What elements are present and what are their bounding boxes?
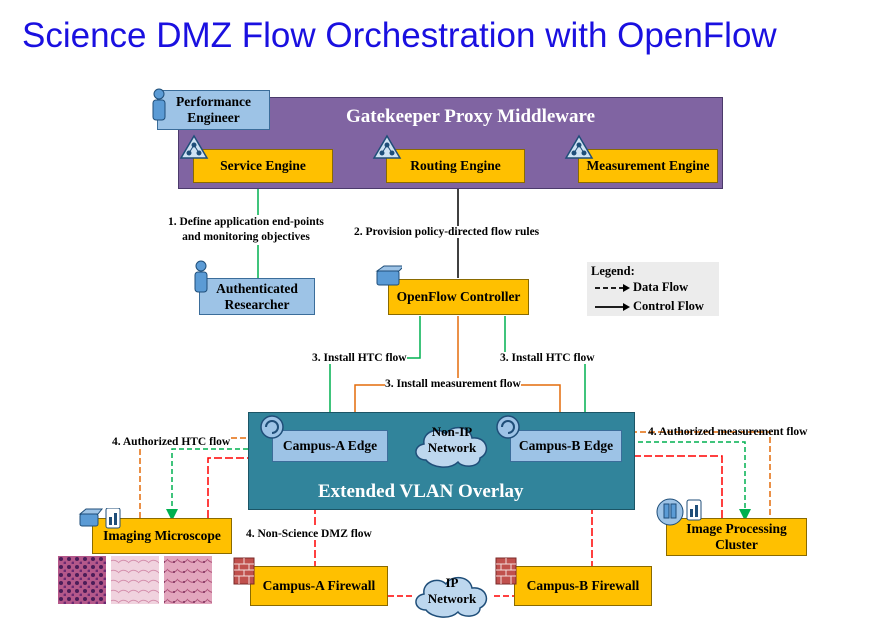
authorized-htc-link [166, 448, 272, 521]
person-icon [152, 88, 166, 121]
researcher-person-icon [194, 260, 208, 293]
routing-engine[interactable]: Routing Engine [386, 149, 525, 183]
service-engine[interactable]: Service Engine [193, 149, 333, 183]
legend-title: Legend: [591, 264, 635, 278]
microscopy-samples [58, 556, 212, 604]
campus-b-edge[interactable]: Campus-B Edge [510, 430, 622, 462]
routing-engine-icon [372, 134, 402, 159]
measurement-engine-icon [564, 134, 594, 159]
ip-network-label: IP Network [427, 575, 477, 606]
middleware-title: Gatekeeper Proxy Middleware [345, 106, 596, 127]
campus-b-router-icon [496, 415, 520, 439]
campus-b-firewall-icon [495, 557, 517, 585]
campus-b-firewall[interactable]: Campus-B Firewall [514, 566, 652, 606]
step-install-htc-left: 3. Install HTC flow [312, 352, 407, 364]
legend-control-flow: Control Flow [633, 299, 704, 313]
service-engine-icon [179, 134, 209, 159]
legend-dashed-arrow [595, 284, 630, 292]
openflow-controller[interactable]: OpenFlow Controller [388, 279, 529, 315]
campus-a-firewall[interactable]: Campus-A Firewall [250, 566, 388, 606]
legend-solid-arrow [595, 303, 630, 311]
microscope-device-icons [78, 508, 121, 529]
image-processing-cluster[interactable]: Image Processing Cluster [666, 518, 807, 556]
step-provision-label: 2. Provision policy-directed flow rules [354, 226, 540, 238]
authenticated-researcher-label: Authenticated Researcher [216, 280, 298, 312]
step-authorized-htc: 4. Authorized HTC flow [112, 436, 231, 448]
ip-cloud [415, 576, 488, 618]
non-ip-cloud [415, 426, 488, 468]
step-install-measurement: 3. Install measurement flow [385, 378, 521, 390]
image-processing-cluster-label: Image Processing Cluster [686, 521, 787, 552]
step-authorized-measurement: 4. Authorized measurement flow [648, 426, 808, 438]
sample-tile-3 [164, 556, 212, 604]
controller-server-icon [375, 265, 402, 286]
measurement-engine[interactable]: Measurement Engine [578, 149, 718, 183]
campus-a-router-icon [260, 415, 284, 439]
vlan-overlay-label: Extended VLAN Overlay [318, 481, 524, 502]
page-title: Science DMZ Flow Orchestration with Open… [22, 16, 777, 55]
non-ip-network-label: Non-IP Network [427, 424, 477, 455]
step-non-science: 4. Non-Science DMZ flow [246, 528, 372, 540]
legend: Legend: Data Flow Control Flow [587, 262, 719, 316]
performance-engineer-label: Performance Engineer [176, 94, 251, 125]
cluster-green-link [622, 441, 751, 521]
authorized-measurement-link [622, 431, 771, 518]
sample-tile-2 [111, 556, 159, 604]
authenticated-researcher-box[interactable]: Authenticated Researcher [199, 278, 315, 315]
cluster-icons [656, 498, 702, 526]
step-install-htc-right: 3. Install HTC flow [500, 352, 595, 364]
cluster-red-link [622, 455, 723, 518]
step-define-label: 1. Define application end-points and mon… [168, 215, 324, 245]
campus-a-firewall-icon [233, 557, 255, 585]
sample-tile-1 [58, 556, 106, 604]
legend-data-flow: Data Flow [633, 280, 689, 294]
campus-a-edge[interactable]: Campus-A Edge [272, 430, 388, 462]
performance-engineer-box[interactable]: Performance Engineer [157, 90, 270, 130]
